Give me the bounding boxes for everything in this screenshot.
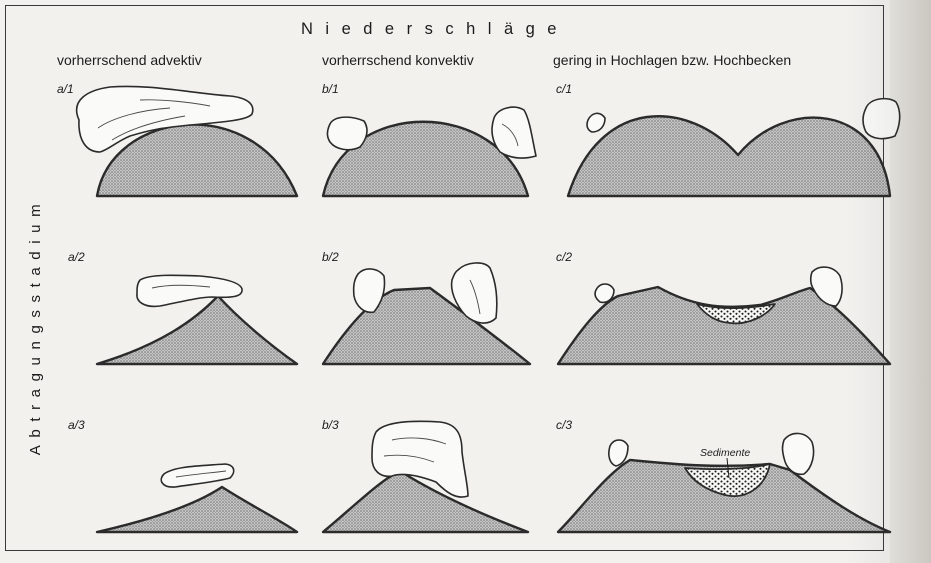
cloud-c2-left: [595, 284, 614, 302]
mountain-b3: [323, 471, 528, 532]
cloud-c1-right: [863, 99, 900, 139]
mountain-b2: [323, 288, 530, 364]
sediment-label: Sedimente: [700, 447, 750, 459]
mountain-a2: [97, 296, 297, 364]
mountain-c1: [568, 116, 890, 196]
cloud-c1-left: [587, 113, 605, 132]
mountain-a3: [97, 487, 297, 532]
cloud-b1-right: [492, 107, 536, 158]
cloud-b1-left: [327, 117, 367, 150]
cloud-a3: [161, 464, 233, 487]
cloud-a2: [137, 275, 242, 306]
